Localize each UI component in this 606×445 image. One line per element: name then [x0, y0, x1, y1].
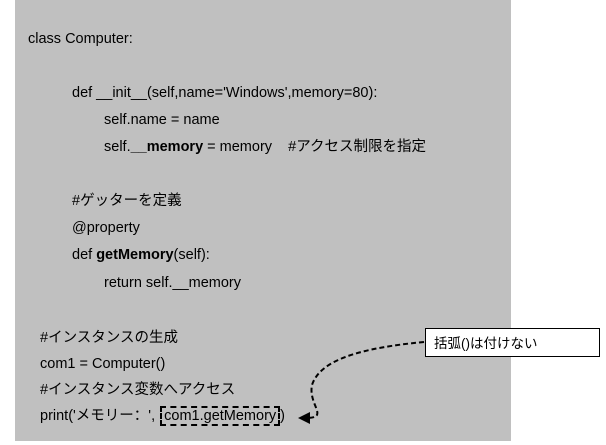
code-line: #ゲッターを定義 — [72, 193, 182, 209]
code-line: return self.__memory — [104, 275, 241, 291]
code-line: #インスタンス変数へアクセス — [40, 382, 236, 398]
code-line: def __init__(self,name='Windows',memory=… — [72, 85, 378, 101]
code-text: print('メモリー：', — [40, 408, 160, 424]
code-line: self.name = name — [104, 112, 220, 128]
code-line: com1 = Computer() — [40, 356, 166, 372]
code-bold: getMemory — [96, 247, 174, 263]
highlight-box: com1.getMemory — [160, 406, 281, 426]
code-text: (self): — [173, 247, 210, 263]
code-text: = memory #アクセス制限を指定 — [203, 139, 426, 155]
code-line: print('メモリー：', com1.getMemory) — [40, 406, 285, 426]
code-panel — [15, 0, 511, 441]
code-line: @property — [72, 220, 140, 236]
callout-text: 括弧()は付けない — [434, 336, 538, 351]
code-text: self. — [104, 139, 131, 155]
code-line: def getMemory(self): — [72, 246, 210, 264]
code-text: ) — [280, 408, 285, 424]
code-line: class Computer: — [28, 31, 133, 47]
code-line: #インスタンスの生成 — [40, 330, 178, 346]
arrowhead-icon — [298, 412, 310, 424]
code-text: def — [72, 247, 97, 263]
code-bold: __memory — [130, 139, 204, 155]
code-line: self.__memory = memory #アクセス制限を指定 — [104, 138, 426, 156]
callout-box: 括弧()は付けない — [425, 328, 600, 357]
